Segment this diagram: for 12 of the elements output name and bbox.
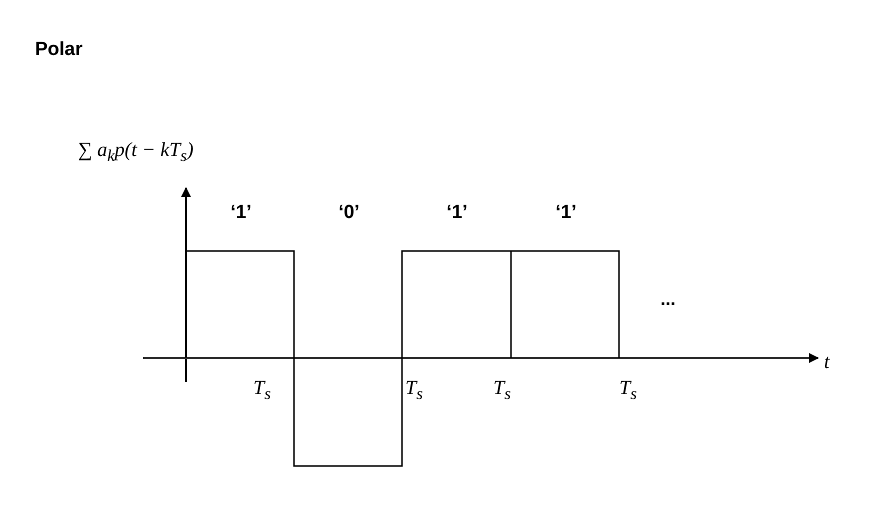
tick-label: T$_{s}$ xyxy=(619,378,637,403)
tick-label: T$_{s}$ xyxy=(405,378,423,403)
bit-label: ‘1’ xyxy=(446,203,468,222)
bit-label: ‘0’ xyxy=(338,203,360,222)
bit-label: ‘1’ xyxy=(230,203,252,222)
title: Polar xyxy=(35,40,83,59)
x-axis-label: t xyxy=(824,352,830,372)
tick-label: T$_{s}$ xyxy=(493,378,511,403)
tick-label: T$_{s}$ xyxy=(253,378,271,403)
ellipsis: ... xyxy=(660,290,676,308)
y-axis-label: ∑ a$_{k}$p(t − kT$_{s}$) xyxy=(78,140,194,165)
bit-label: ‘1’ xyxy=(555,203,577,222)
